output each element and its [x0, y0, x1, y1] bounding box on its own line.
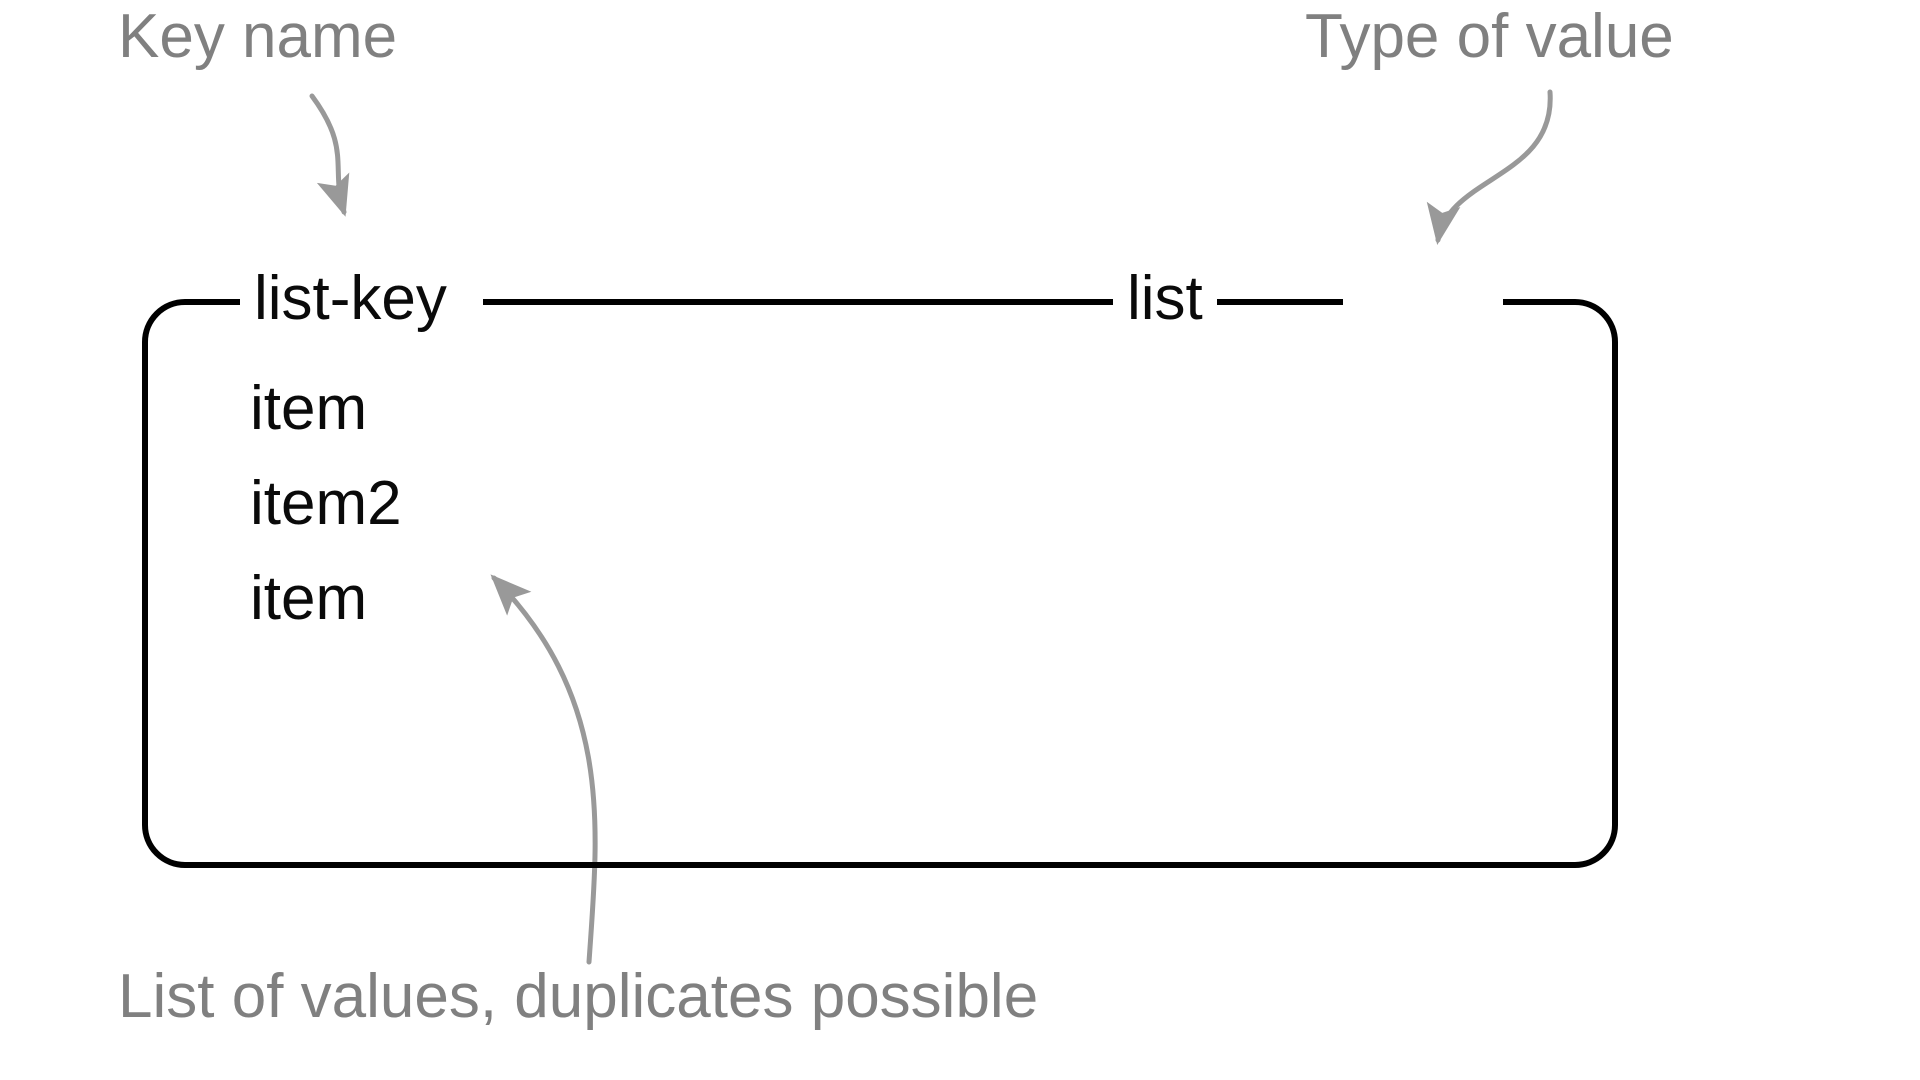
annotation-list-description: List of values, duplicates possible: [118, 962, 1039, 1031]
key-name-connector-arrow: [309, 93, 350, 217]
entry-type-label: list: [1113, 268, 1217, 330]
list-item: item2: [250, 469, 402, 538]
entry-key-label: list-key: [240, 268, 461, 330]
type-of-value-connector-arrow: [1426, 89, 1553, 245]
list-item: item: [250, 374, 368, 443]
list-description-connector-arrow: [490, 574, 598, 965]
list-item: item: [250, 564, 368, 633]
annotation-key-name: Key name: [118, 2, 398, 71]
annotation-type-of-value: Type of value: [1305, 2, 1674, 71]
